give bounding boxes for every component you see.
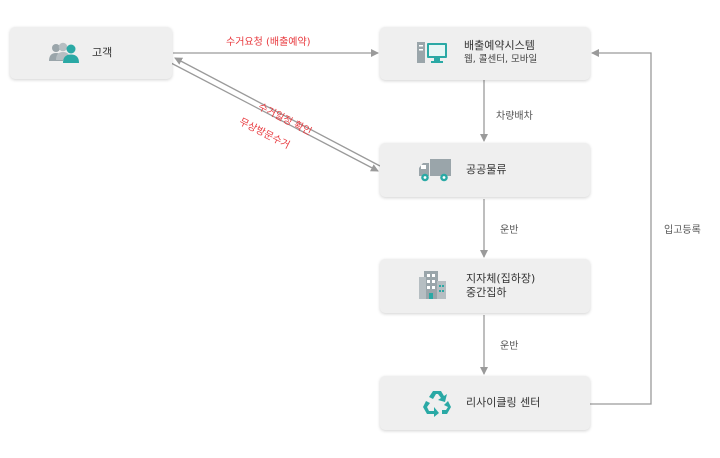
edge-logistics-customer	[174, 57, 381, 167]
node-customer-label: 고객	[92, 46, 113, 59]
node-system-text: 배출예약시스템 웹, 콜센터, 모바일	[464, 39, 537, 67]
node-local-collection: 지자체(집하장) 중간집하	[380, 259, 590, 313]
computer-icon	[417, 42, 447, 63]
node-reservation-system: 배출예약시스템 웹, 콜센터, 모바일	[380, 27, 590, 80]
node-logistics-label: 공공물류	[466, 163, 507, 176]
node-local-label: 지자체(집하장)	[466, 272, 536, 285]
users-icon	[49, 42, 79, 63]
edge-label-pickup-request: 수거요청 (배출예약)	[226, 37, 311, 48]
edge-label-inbound: 입고등록	[664, 225, 701, 236]
node-system-label: 배출예약시스템	[464, 39, 535, 52]
node-customer: 고객	[10, 27, 172, 79]
truck-icon	[419, 159, 451, 182]
node-recycle-label: 리사이클링 센터	[466, 396, 541, 409]
edge-label-transport-1: 운반	[500, 225, 519, 236]
building-icon	[419, 271, 446, 299]
node-public-logistics: 공공물류	[380, 143, 590, 197]
node-recycling-center: 리사이클링 센터	[380, 376, 590, 430]
node-local-text: 지자체(집하장) 중간집하	[466, 272, 535, 300]
edge-label-dispatch: 차량배차	[496, 111, 533, 122]
node-system-sublabel: 웹, 콜센터, 모바일	[464, 54, 538, 65]
edge-customer-logistics	[170, 62, 379, 172]
node-local-sublabel: 중간집하	[466, 286, 507, 299]
edge-recycle-system	[590, 49, 652, 405]
edge-label-transport-2: 운반	[500, 341, 519, 352]
recycle-icon	[423, 391, 451, 417]
